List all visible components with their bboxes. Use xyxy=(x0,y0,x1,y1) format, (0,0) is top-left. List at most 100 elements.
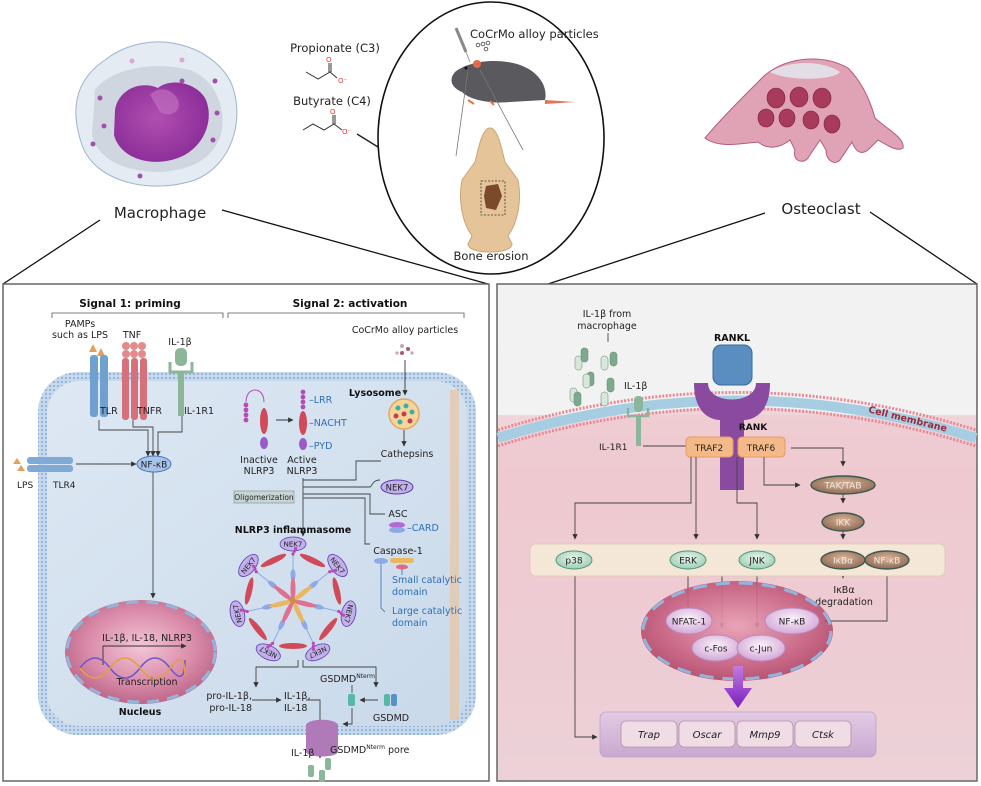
assembly-lines xyxy=(300,460,385,545)
tnfr-label: TNFR xyxy=(136,406,162,417)
signal1-title: Signal 1: priming xyxy=(79,298,180,310)
lrr-bead xyxy=(254,570,258,574)
nacht-domain xyxy=(248,617,267,641)
ikk-label: IKK xyxy=(836,519,852,529)
gsdmd-pore-label: GSDMDNterm pore xyxy=(330,744,410,756)
nek7-label: NEK7 xyxy=(232,604,244,624)
nfkb-cyto-node xyxy=(864,550,910,570)
cfos-label: c-Fos xyxy=(704,645,728,655)
tak-tab-node xyxy=(810,475,876,495)
nek7-label: NEK7 xyxy=(386,484,409,494)
il1b-molecule xyxy=(600,355,609,371)
nfkb-nuc-node xyxy=(764,607,820,635)
lysosome-node xyxy=(388,398,420,430)
pro-il18-label: pro-IL-18 xyxy=(209,703,252,714)
caspase-core xyxy=(274,585,294,602)
nacht-domain xyxy=(319,617,338,641)
il1b-ligand-label: IL-1β xyxy=(168,337,191,348)
signal2-bracket xyxy=(227,312,465,318)
lrr-bead xyxy=(266,645,270,649)
inactive-nlrp3-label: NLRP3 xyxy=(244,466,275,477)
gsdmd-label: GSDMD xyxy=(373,713,409,724)
p38-node xyxy=(555,550,593,570)
il1b-molecules xyxy=(569,347,618,407)
rankl-rank-complex xyxy=(694,344,770,490)
lrr-bead xyxy=(339,611,343,615)
small-domain-label: Small catalytic xyxy=(392,575,462,586)
pointer-line xyxy=(455,69,469,157)
il1r1-receptor-right xyxy=(626,396,650,446)
svg-text:O: O xyxy=(330,108,336,116)
inflammasome-center xyxy=(290,598,296,604)
nek7-node xyxy=(380,479,414,495)
gsdmd-pore xyxy=(306,719,338,757)
large-domain-label: Large catalytic xyxy=(392,606,462,617)
ikk-node xyxy=(821,512,865,532)
transcription-output-arrow xyxy=(724,666,752,708)
asc-label: ASC xyxy=(388,509,408,520)
cathepsins-label: Cathepsins xyxy=(381,449,434,460)
caspase-core xyxy=(290,577,296,601)
nacht-label: –NACHT xyxy=(309,418,347,429)
tak-tab-label: TAK/TAB xyxy=(823,482,861,492)
il1b-mature-label: IL-1β, xyxy=(284,691,310,702)
pointer-line xyxy=(479,69,524,151)
mouse-particles-label: CoCrMo alloy particles xyxy=(470,27,599,41)
gene-label: Ctsk xyxy=(812,730,835,741)
pamps-label: PAMPs xyxy=(65,319,95,330)
active-nlrp3 xyxy=(299,389,307,450)
lrr-bead xyxy=(292,549,296,553)
signal1-bracket xyxy=(51,312,224,318)
caspase-core xyxy=(292,600,317,608)
il1b-label: IL-1β xyxy=(624,381,647,392)
lrr-bead xyxy=(341,613,346,617)
il1b-molecule xyxy=(573,391,582,407)
oligomerization-label: Oligomerization xyxy=(234,493,294,502)
nacht-domain xyxy=(279,643,307,649)
lrr-bead xyxy=(291,552,295,556)
osteoclast-label: Osteoclast xyxy=(781,200,860,218)
pro-il1b-label: pro-IL-1β, xyxy=(206,691,252,702)
inactive-nlrp3 xyxy=(243,389,268,449)
tnfr-receptor xyxy=(122,342,147,420)
active-nlrp3-label: NLRP3 xyxy=(287,466,318,477)
nuclear-envelope xyxy=(65,600,217,704)
dna-helix xyxy=(79,657,186,679)
transcription-genes-label: IL-1β, IL-18, NLRP3 xyxy=(102,633,192,644)
il1b-molecule xyxy=(600,391,609,407)
priming-arrows xyxy=(76,416,183,599)
traf6-label: TRAF6 xyxy=(746,444,776,454)
il1b-molecule xyxy=(582,373,591,389)
lrr-bead xyxy=(337,609,341,614)
gene-cell xyxy=(620,720,678,748)
cjun-label: c-Jun xyxy=(750,645,773,655)
zoom-connector-lines xyxy=(2,209,978,285)
il1b-from-label: IL-1β from xyxy=(583,309,632,320)
nfkb-label: NF-κB xyxy=(141,461,168,471)
lrr-bead xyxy=(253,567,257,571)
transcription-arrow xyxy=(102,643,187,665)
rank-label: RANK xyxy=(739,423,768,433)
lrr-bead xyxy=(239,608,243,612)
jnk-node xyxy=(738,550,776,570)
nek7-label: NEK7 xyxy=(284,541,303,549)
erk-label: ERK xyxy=(679,557,698,567)
nfkb-nuc-label: NF-κB xyxy=(779,618,806,628)
nfkb-cyto-label: NF-κB xyxy=(874,557,901,567)
lrr-bead xyxy=(328,570,332,574)
gene-cell xyxy=(678,720,736,748)
tnf-label: TNF xyxy=(122,330,141,341)
cell-membrane-outer xyxy=(497,391,977,432)
tlr4-label: TLR4 xyxy=(52,481,76,491)
lrr-bead xyxy=(245,609,249,614)
tlr-receptor xyxy=(89,344,108,417)
nek7-label: NEK7 xyxy=(342,604,354,624)
lps-label: LPS xyxy=(17,481,33,491)
lysosome-label: Lysosome xyxy=(349,388,401,399)
il1b-molecule xyxy=(609,351,618,367)
macrophage-illustration xyxy=(75,41,238,187)
ikba-degradation-label: IκBα xyxy=(833,585,854,596)
rankl-label: RANKL xyxy=(714,333,750,344)
lrr-bead xyxy=(333,568,338,572)
active-label: Active xyxy=(287,455,317,466)
